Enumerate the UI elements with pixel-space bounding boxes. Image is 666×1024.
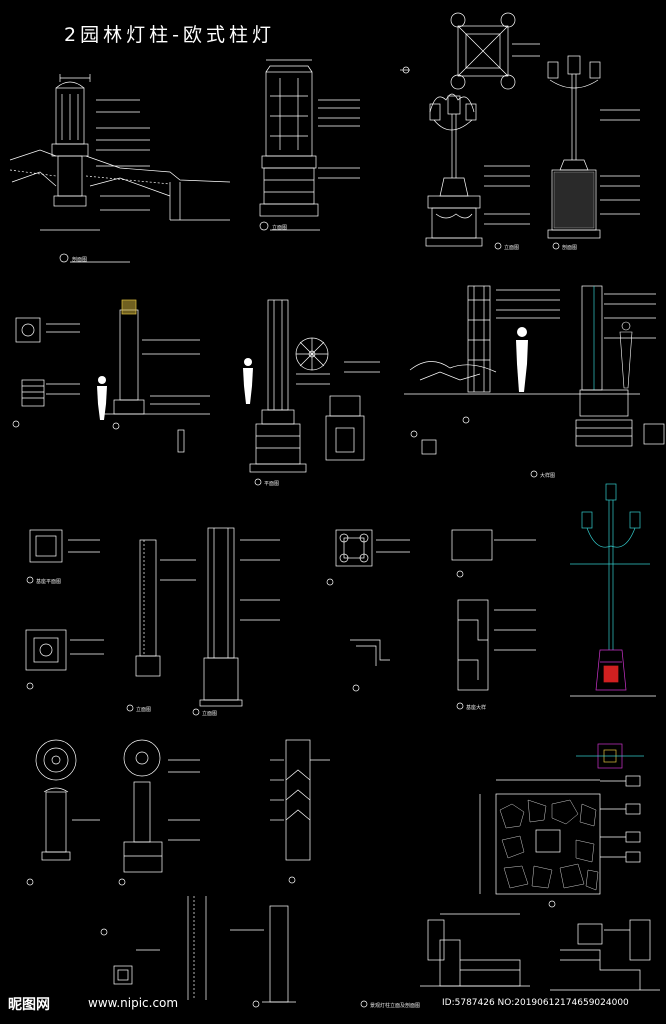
watermark-url: www.nipic.com [88,996,179,1010]
round-cap-detail [26,739,200,886]
column-section [249,299,380,486]
bottom-post-detail [100,928,160,985]
bottom-step-section [550,919,660,991]
bottom-column-section [187,896,296,1008]
page-title: 2园林灯柱-欧式柱灯 [64,24,275,46]
label-detail-2: 基座大样 [466,705,487,711]
ornament-column-detail [270,739,330,884]
label-section-plan: 基座平面图 [36,579,62,585]
tall-column-with-figures [404,285,665,478]
label-section-1: 剖面图 [72,257,88,263]
colored-lamp-elevation [570,483,656,769]
lantern-plan-drawing [400,12,540,90]
label-elevation: 立面图 [272,225,288,231]
label-section-3: 剖面图 [562,245,578,251]
lamp-elevation-drawing [259,59,360,231]
watermark-logo: 昵图网 [8,997,50,1013]
bottom-wall-section [360,913,530,1008]
label-elevation-2: 立面图 [504,245,520,251]
label-detail: 大样图 [540,473,556,479]
paving-pattern-plan [479,775,641,908]
scale-figures [97,327,528,420]
stone-texture [553,171,595,229]
label-elevation-3: 立面图 [136,707,152,713]
label-plan: 平面图 [264,481,280,487]
post-section-row3 [126,527,280,716]
lamp-section-drawing [9,74,231,263]
tall-column-elevation [100,299,210,453]
cap-section-row3 [451,529,536,710]
post-detail-small [12,317,80,428]
lantern-elevation-left [425,93,530,250]
watermark-id: ID:5787426 NO:20190612174659024000 [442,998,629,1008]
post-plan-row3 [25,529,104,690]
cap-detail-row3 [326,529,410,692]
label-elevation-4: 立面图 [202,711,218,717]
label-pavement: 景观灯柱立面及剖面图 [370,1003,421,1009]
lantern-elevation-right [547,55,640,250]
